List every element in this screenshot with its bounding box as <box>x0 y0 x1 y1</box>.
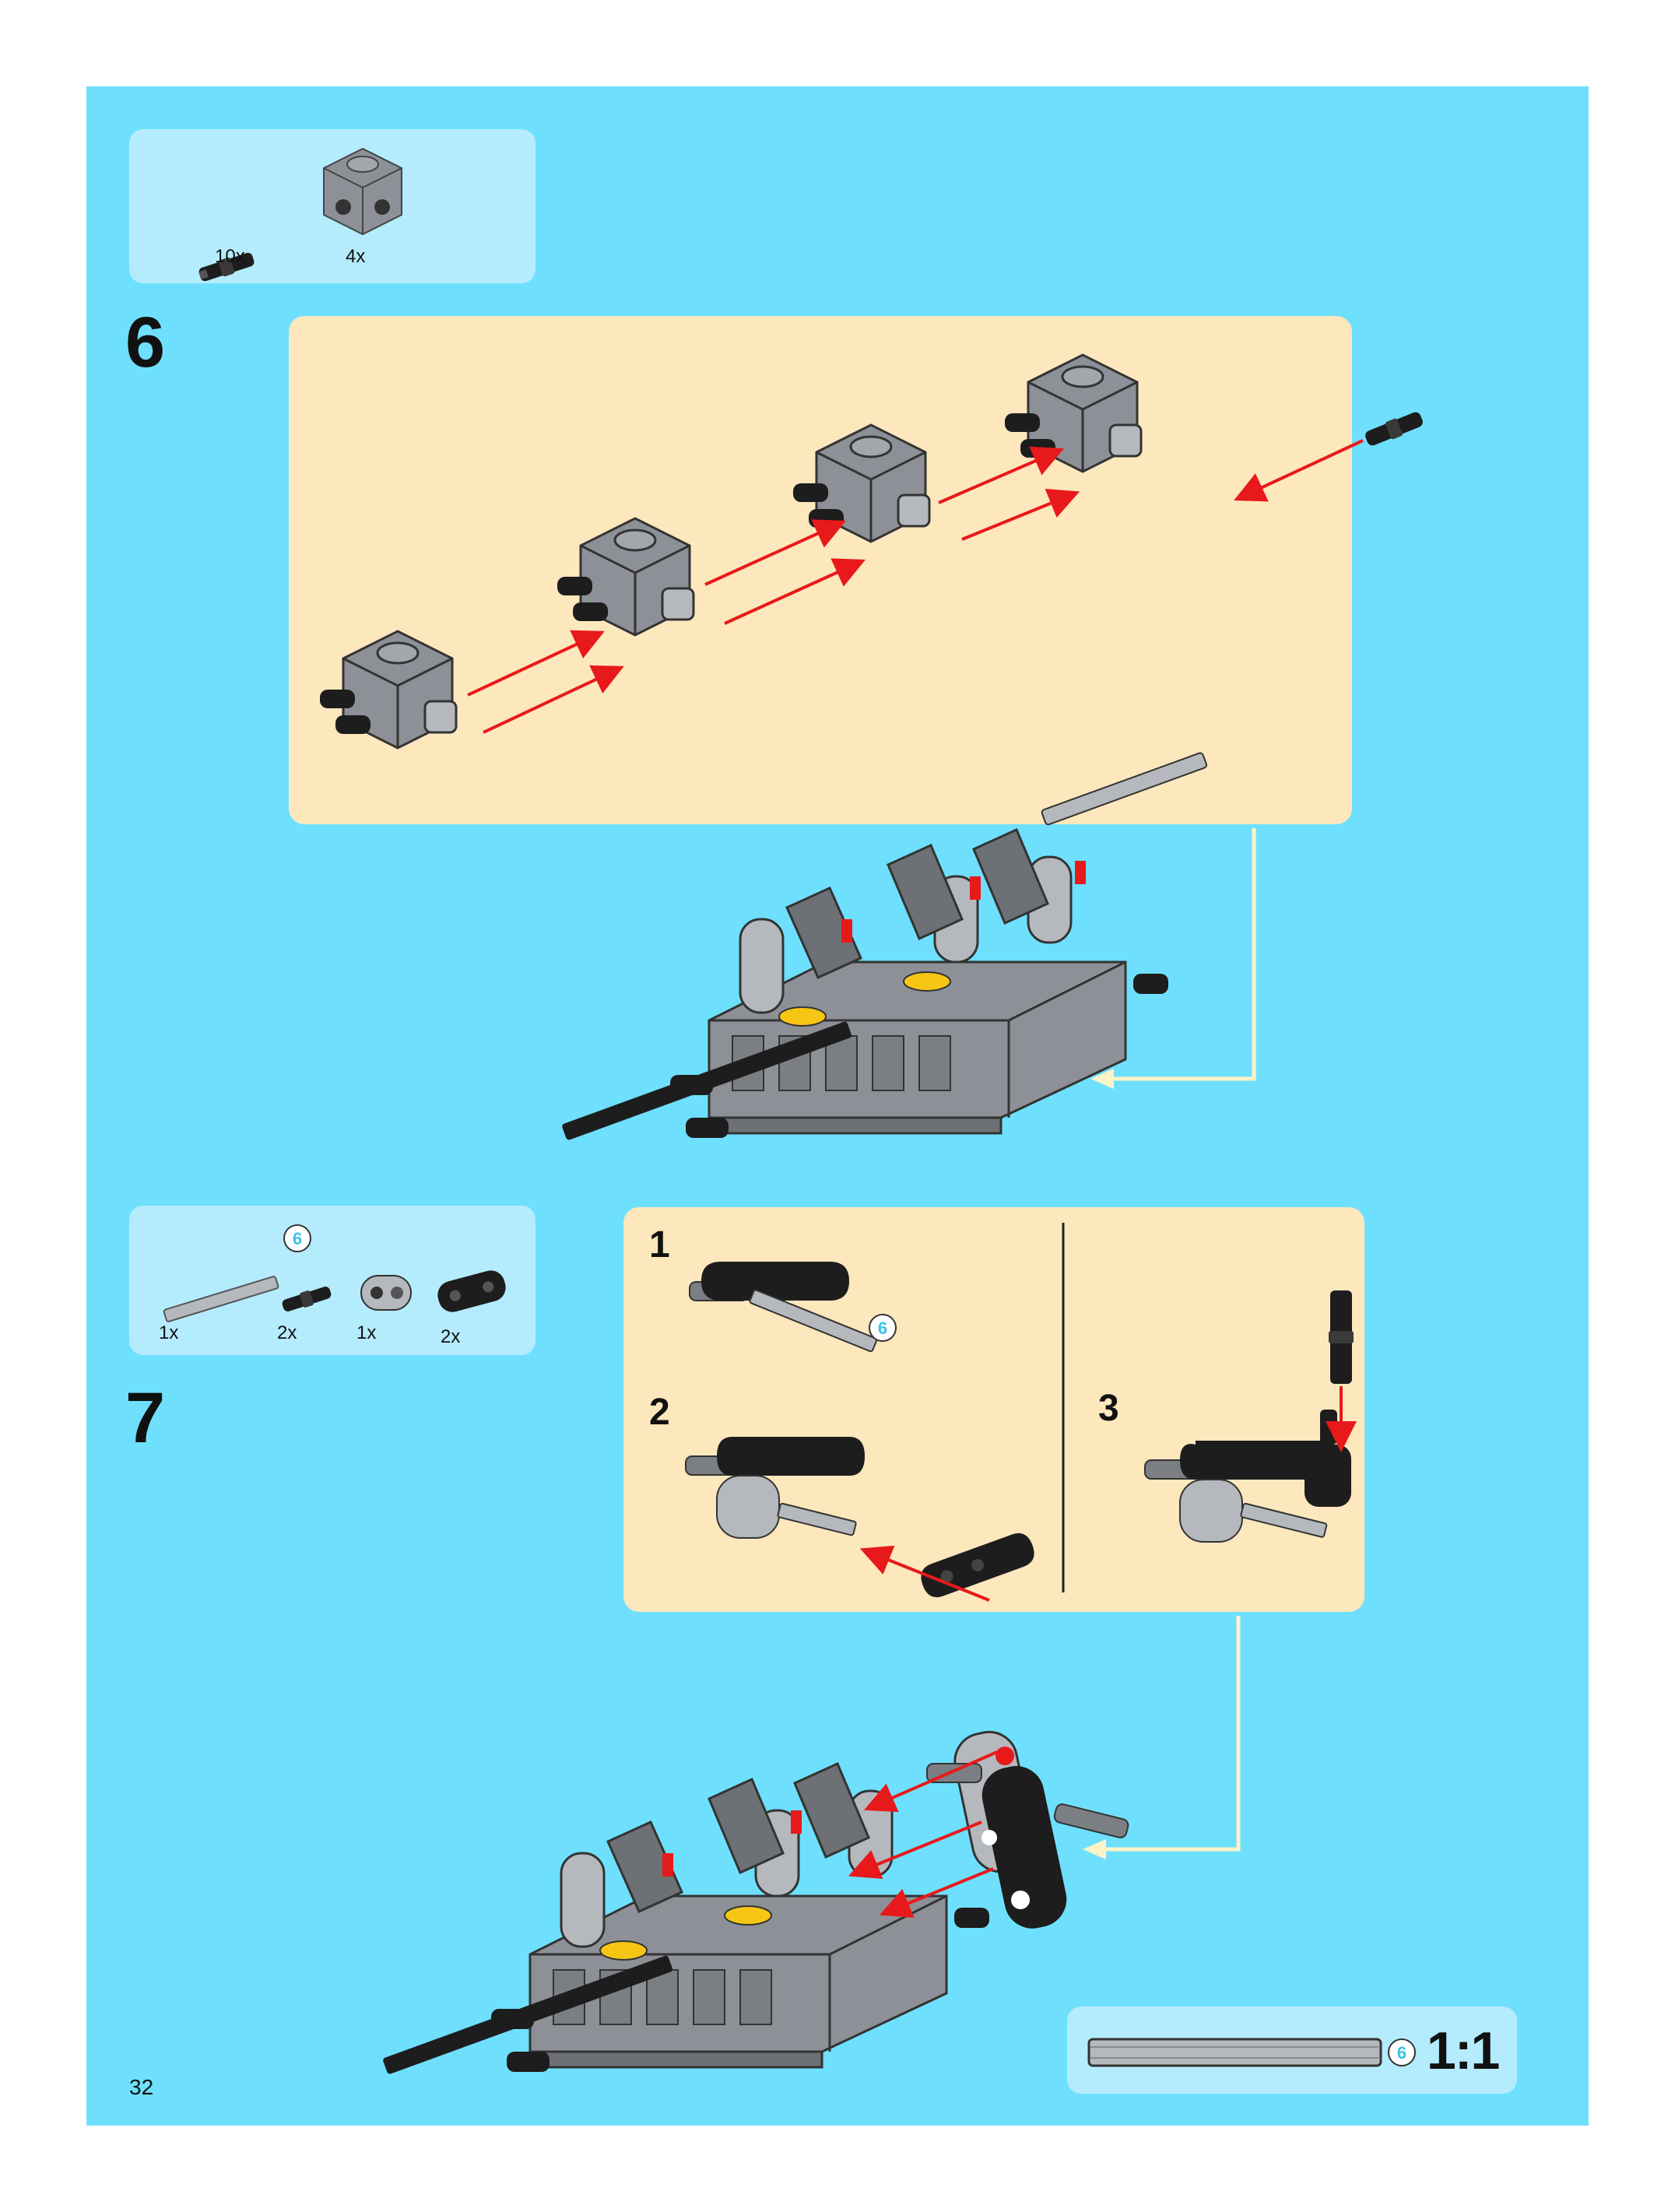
step-7-assembly-illustration <box>86 86 1589 2126</box>
axle-length-tag: 6 <box>1397 2043 1406 2063</box>
page-number: 32 <box>129 2075 153 2100</box>
instruction-page: 10x 4x 6 <box>86 86 1589 2126</box>
axle-scale-box: 6 1:1 <box>1067 2007 1517 2094</box>
scale-ratio: 1:1 <box>1427 2024 1498 2077</box>
